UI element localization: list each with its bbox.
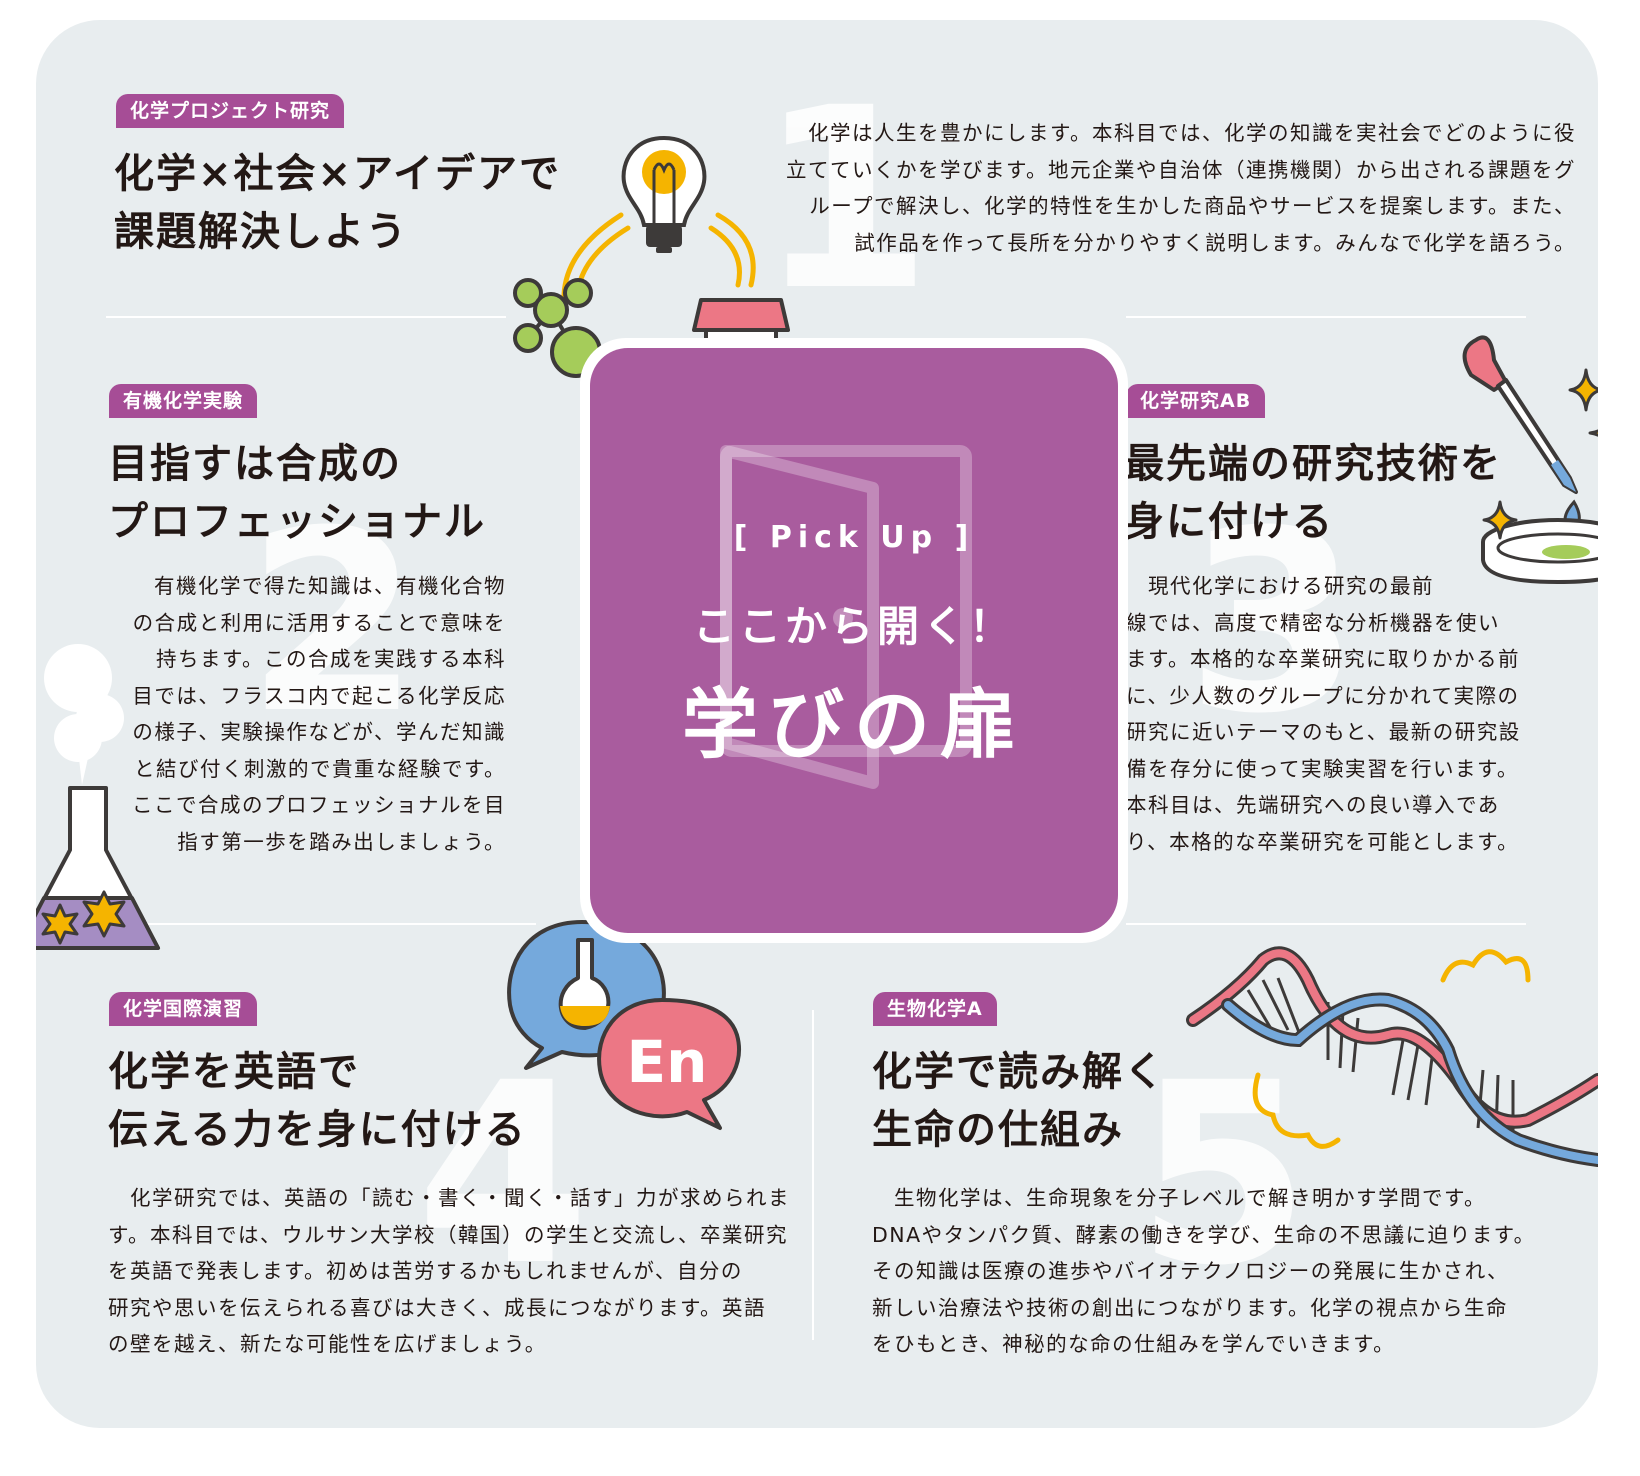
dropper-petri-icon: [1462, 335, 1598, 585]
divider: [812, 1010, 814, 1340]
section-heading-2: 目指すは合成の プロフェッショナル: [108, 441, 486, 545]
section-heading-5: 化学で読み解く 生命の仕組み: [872, 1049, 1166, 1153]
divider: [106, 316, 506, 318]
door-icon: [720, 445, 972, 789]
section-number-1: 1: [758, 54, 932, 345]
pickup-card: [ Pick Up ] ここから開く！ 学びの扉: [580, 338, 1128, 943]
dna-helix-icon: [1186, 946, 1598, 1167]
section-tag-5: 生物化学A: [873, 992, 997, 1026]
pickup-subtitle: ここから開く！: [692, 602, 1015, 651]
section-heading-4: 化学を英語で 伝える力を身に付ける: [108, 1049, 527, 1153]
section-tag-2: 有機化学実験: [109, 384, 258, 418]
pickup-title: 学びの扉: [682, 680, 1026, 769]
section-number-2: 2: [246, 477, 420, 768]
section-body-1: 化学は人生を豊かにします。本科目では、化学の知識を実社会でどのように役 立ててい…: [786, 121, 1576, 255]
bubble-en-text: En: [627, 1028, 708, 1096]
section-body-3: 現代化学における研究の最前 線では、高度で精密な分析機器を使い ます。本格的な卒…: [1126, 574, 1521, 854]
section-tag-1: 化学プロジェクト研究: [116, 94, 345, 128]
section-number-5: 5: [1136, 1029, 1310, 1320]
section-tag-3: 化学研究AB: [1126, 384, 1266, 418]
section-number-3: 3: [1186, 477, 1360, 768]
section-body-4: 化学研究では、英語の「読む・書く・聞く・話す」力が求められま す。本科目では、ウ…: [108, 1186, 790, 1356]
divider: [1126, 923, 1526, 925]
section-body-5: 生物化学は、生命現象を分子レベルで解き明かす学問です。 DNAやタンパク質、酵素…: [872, 1186, 1536, 1356]
divider: [1126, 316, 1526, 318]
section-number-4: 4: [416, 1029, 590, 1320]
pickup-card-inner: [ Pick Up ] ここから開く！ 学びの扉: [590, 348, 1118, 933]
main-panel: 1 2 3 4 5 化学プロジェクト研究 化学×社会×アイデアで 課題解決しよう…: [36, 20, 1598, 1428]
divider: [106, 923, 536, 925]
pickup-label: [ Pick Up ]: [733, 520, 975, 555]
flask-icon: [36, 644, 160, 950]
section-heading-3: 最先端の研究技術を 身に付ける: [1124, 441, 1502, 545]
speech-bubbles-icon: En: [507, 920, 741, 1130]
section-body-2: 有機化学で得た知識は、有機化合物 の合成と利用に活用することで意味を 持ちます。…: [132, 574, 506, 854]
section-tag-4: 化学国際演習: [109, 992, 258, 1026]
section-heading-1: 化学×社会×アイデアで 課題解決しよう: [114, 151, 562, 255]
